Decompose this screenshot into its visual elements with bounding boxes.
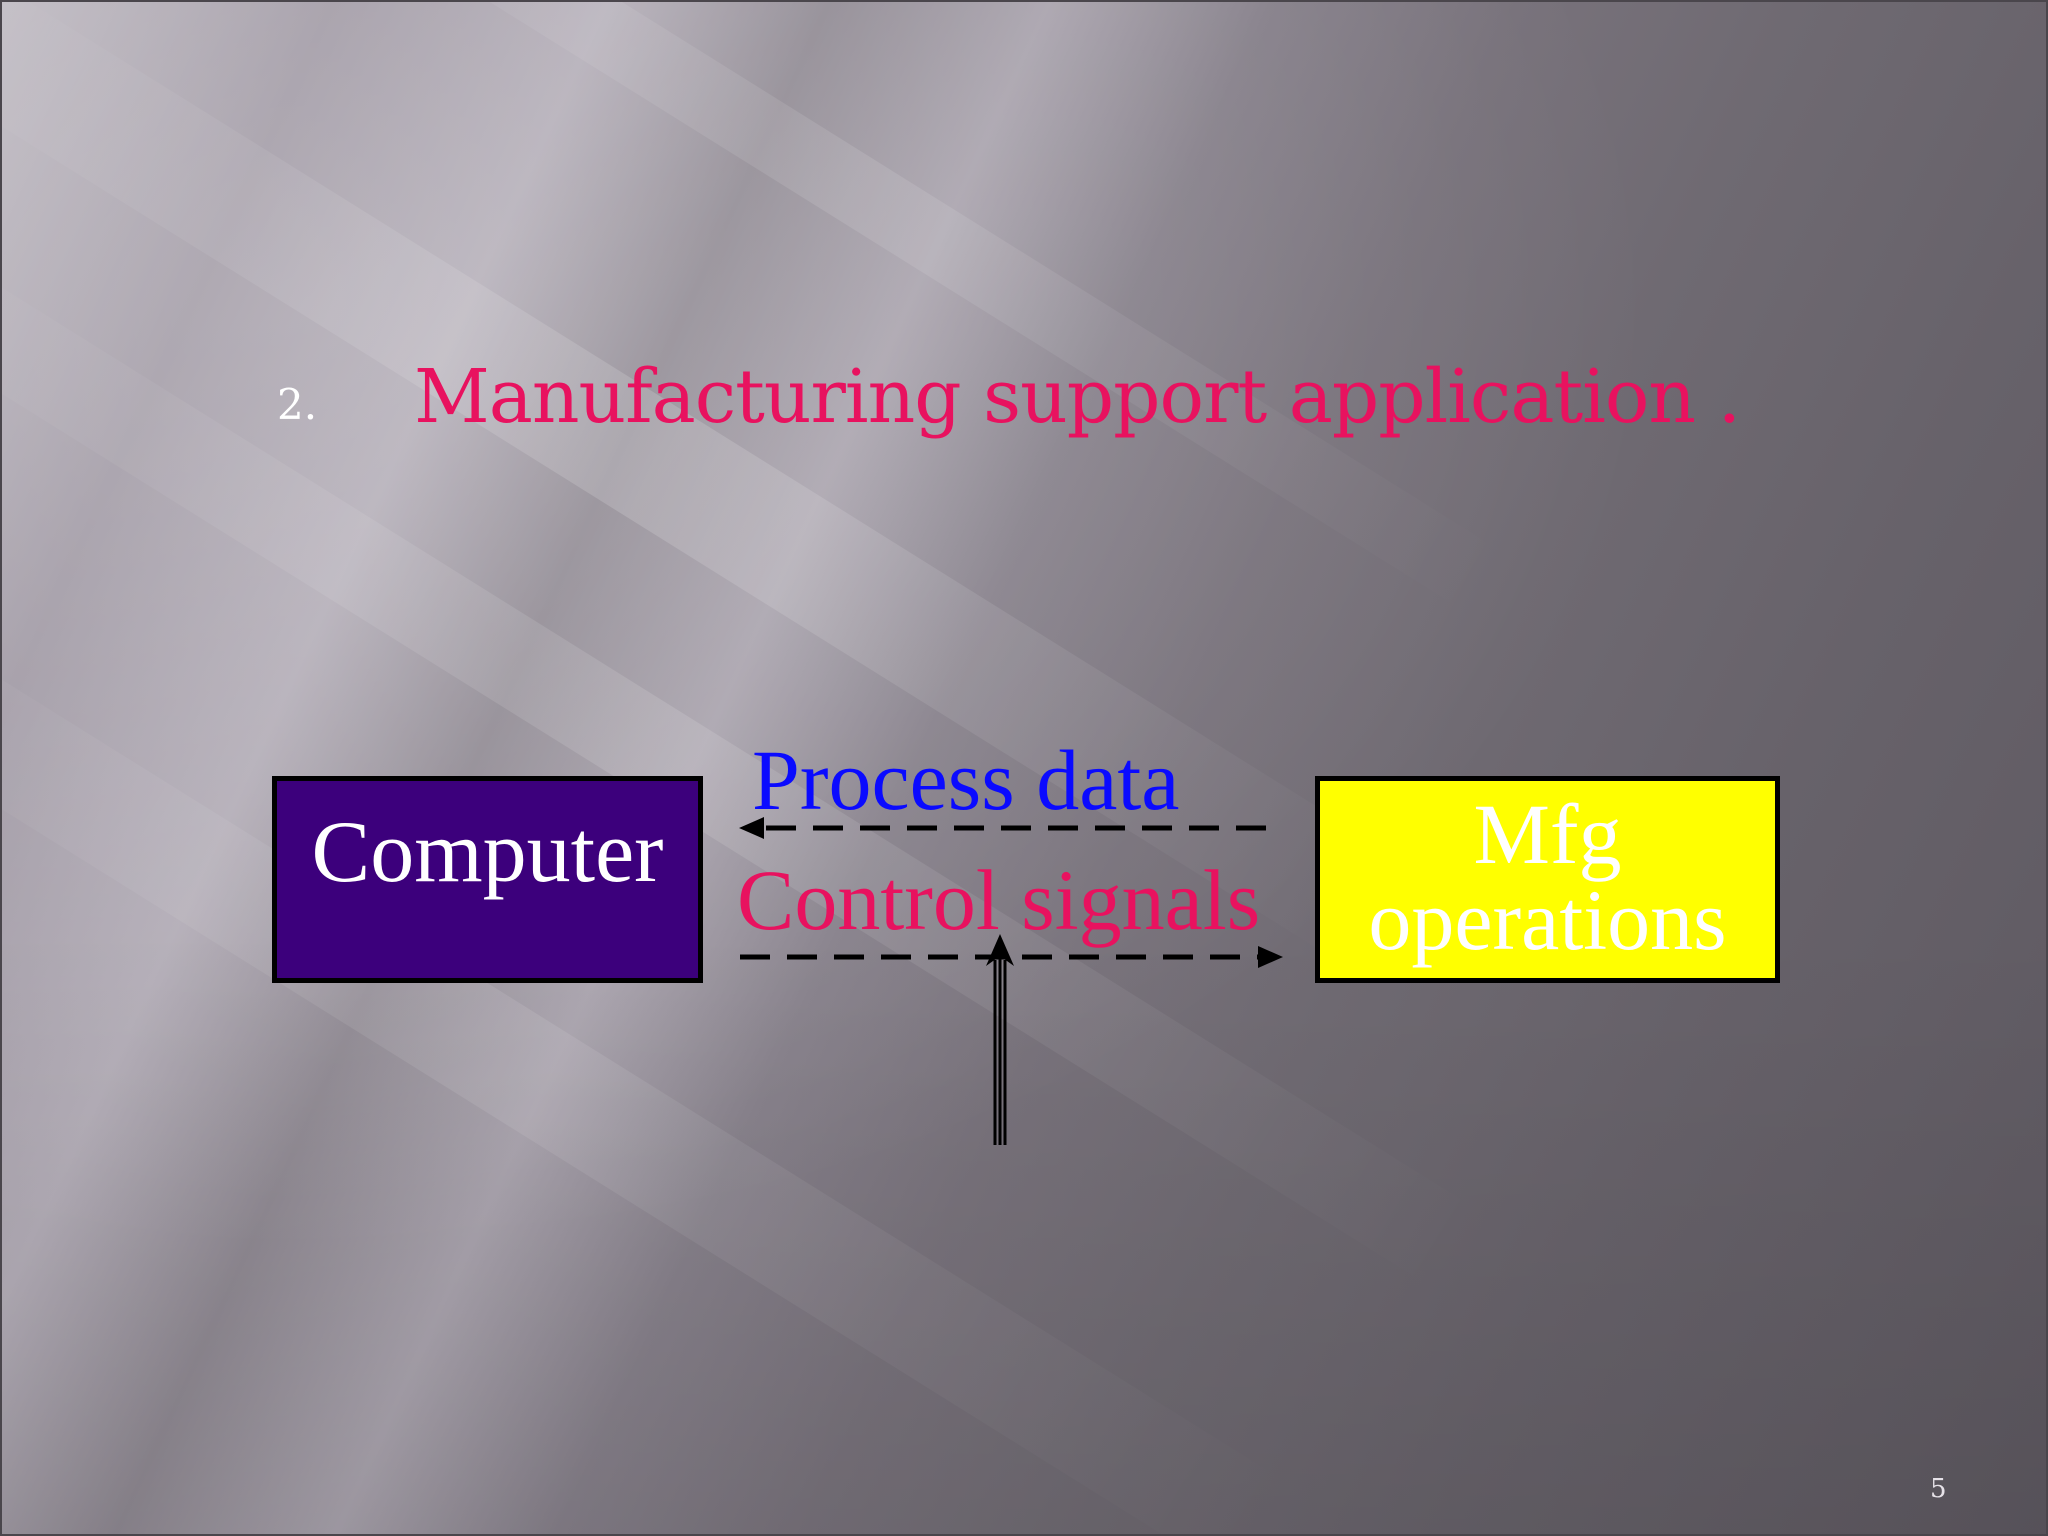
mfg-operations-label-line1: Mfg [1473, 786, 1622, 882]
input-arrow [986, 934, 1014, 1145]
computer-box-label: Computer [311, 804, 664, 901]
mfg-operations-label-line2: operations [1368, 872, 1727, 968]
mfg-operations-box: Mfg operations [1315, 776, 1780, 983]
page-number: 5 [1930, 1474, 1947, 1504]
list-number: 2. [277, 380, 318, 429]
process-data-label: Process data [752, 732, 1180, 828]
background-streak [2, 533, 1295, 1534]
background-streak [197, 2, 1507, 615]
control-signals-label: Control signals [737, 852, 1261, 948]
slide-heading: Manufacturing support application . [414, 354, 1741, 440]
computer-box: Computer [272, 776, 703, 983]
